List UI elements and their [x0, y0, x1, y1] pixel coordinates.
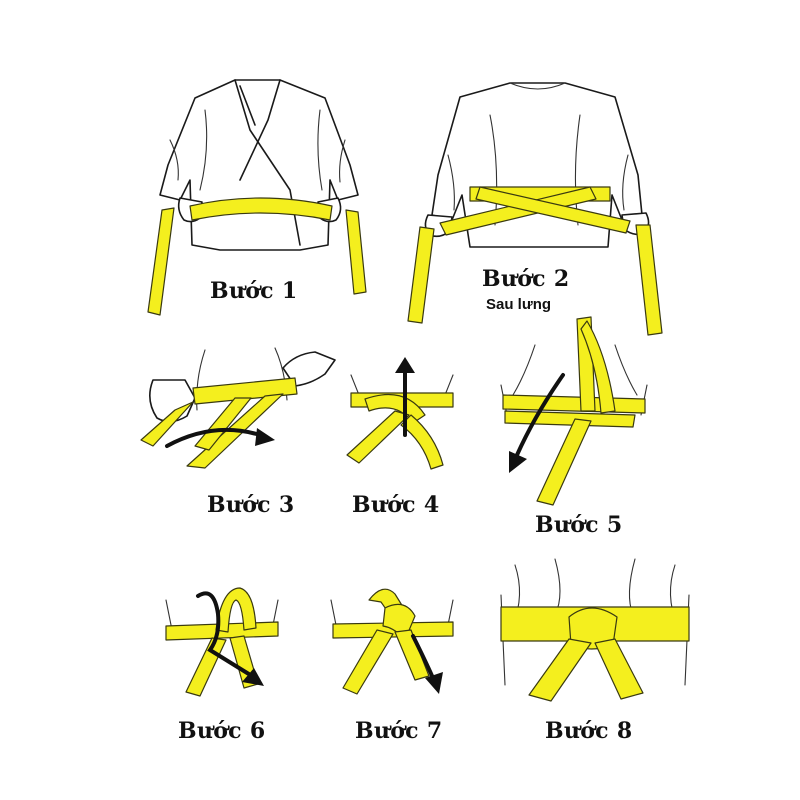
step-6-illustration — [160, 580, 285, 700]
step-8-label: Bước 8 — [545, 718, 633, 744]
belt — [215, 587, 257, 633]
belt — [346, 410, 410, 464]
step-6-label: Bước 6 — [178, 718, 266, 744]
step-5-illustration — [495, 315, 655, 510]
step-3-label: Bước 3 — [207, 492, 295, 518]
step-2-note: Sau lưng — [486, 296, 552, 313]
belt — [345, 209, 367, 295]
step-2-illustration — [400, 75, 670, 345]
step-8-illustration — [495, 555, 695, 705]
step-2-label: Bước 2 — [482, 266, 570, 292]
belt — [192, 377, 298, 405]
belt — [394, 629, 430, 681]
step-1-illustration — [140, 70, 380, 330]
step-3-illustration — [135, 340, 345, 480]
belt — [504, 410, 636, 428]
belt — [635, 224, 663, 336]
belt — [439, 186, 597, 236]
step-1-label: Bước 1 — [210, 278, 298, 304]
step-7-illustration — [325, 580, 460, 700]
belt — [185, 637, 227, 697]
belt — [528, 638, 592, 702]
belt — [407, 226, 435, 324]
belt — [189, 197, 333, 221]
belt — [400, 414, 444, 470]
step-4-label: Bước 4 — [352, 492, 440, 518]
belt — [475, 186, 631, 234]
belt — [502, 394, 646, 414]
step-4-illustration — [345, 355, 460, 480]
belt — [536, 418, 592, 506]
step-5-label: Bước 5 — [535, 512, 623, 538]
belt — [342, 629, 394, 695]
belt — [140, 401, 194, 447]
belt — [594, 638, 644, 700]
step-7-label: Bước 7 — [355, 718, 443, 744]
belt — [147, 207, 175, 316]
belt — [580, 320, 616, 414]
